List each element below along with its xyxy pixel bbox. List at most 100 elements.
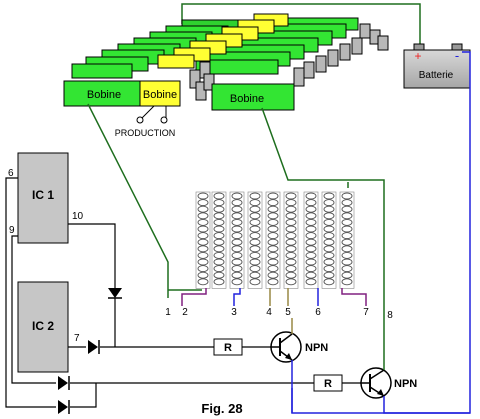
ic2: IC 2 xyxy=(17,281,69,373)
coil-pin-4: 4 xyxy=(266,307,272,318)
diode-ic2 xyxy=(88,340,100,354)
coil-winding xyxy=(323,245,335,253)
coil-winding xyxy=(285,278,297,286)
coil-middle-label: Bobine xyxy=(143,89,177,101)
coil-winding xyxy=(231,192,243,200)
coil-winding xyxy=(341,205,353,213)
coil-winding xyxy=(231,258,243,266)
coil-winding xyxy=(231,265,243,273)
battery: + - Batterie xyxy=(403,43,471,89)
coil-winding xyxy=(285,271,297,279)
coil-winding xyxy=(213,212,225,220)
coil-winding xyxy=(267,212,279,220)
coil-winding xyxy=(249,199,261,207)
coil-winding xyxy=(213,265,225,273)
production-label: PRODUCTION xyxy=(115,128,176,138)
coil-winding xyxy=(285,225,297,233)
coil-winding xyxy=(197,232,209,240)
coil-winding xyxy=(323,278,335,286)
coil-winding xyxy=(197,251,209,259)
diode-ic1-pin9 xyxy=(58,376,70,390)
coil-winding xyxy=(305,212,317,220)
coil-winding xyxy=(249,258,261,266)
coil-winding xyxy=(213,205,225,213)
coil-middle: Bobine xyxy=(139,80,181,107)
coil-winding xyxy=(267,218,279,226)
coil-winding xyxy=(305,225,317,233)
coil-winding xyxy=(249,278,261,286)
coil-winding xyxy=(323,212,335,220)
coil-winding xyxy=(249,225,261,233)
coil-winding xyxy=(197,192,209,200)
coil-winding xyxy=(231,245,243,253)
coil-winding xyxy=(341,199,353,207)
coil-winding xyxy=(249,232,261,240)
ic2-label: IC 2 xyxy=(32,319,54,333)
transistor-2: NPN xyxy=(360,302,470,414)
coil-winding xyxy=(231,199,243,207)
coil-winding xyxy=(213,245,225,253)
coil-winding xyxy=(323,265,335,273)
coil-winding xyxy=(231,278,243,286)
coil-winding xyxy=(285,232,297,240)
coil-left-label: Bobine xyxy=(87,89,121,101)
coil-winding xyxy=(231,271,243,279)
coil-winding xyxy=(197,278,209,286)
coil-winding xyxy=(213,218,225,226)
battery-negative-wire xyxy=(291,51,471,414)
coil-winding xyxy=(213,192,225,200)
coil-pin-3: 3 xyxy=(231,307,237,318)
coil-winding xyxy=(197,205,209,213)
coil-left: Bobine xyxy=(63,80,145,107)
coil-winding xyxy=(197,245,209,253)
coil-winding xyxy=(285,265,297,273)
coil-pin-2: 2 xyxy=(182,307,188,318)
coil-winding xyxy=(305,205,317,213)
coil-winding xyxy=(213,232,225,240)
coil-winding xyxy=(231,205,243,213)
coil-winding xyxy=(249,271,261,279)
coil-winding xyxy=(323,232,335,240)
coil-winding xyxy=(323,271,335,279)
ic1-pin-10: 10 xyxy=(72,211,84,222)
green-bar-stack xyxy=(71,17,359,79)
coil-winding xyxy=(197,225,209,233)
coil-winding xyxy=(323,238,335,246)
coil-winding xyxy=(305,199,317,207)
coil-winding xyxy=(267,232,279,240)
battery-feed-wire xyxy=(181,3,421,44)
coil-pin-8: 8 xyxy=(387,310,393,321)
transistor-1-label: NPN xyxy=(305,342,328,354)
coil-winding xyxy=(197,199,209,207)
coil-winding xyxy=(341,192,353,200)
coil-winding xyxy=(341,218,353,226)
coil-winding xyxy=(305,238,317,246)
coil-pin-1: 1 xyxy=(165,307,171,318)
transistor-2-label: NPN xyxy=(394,378,417,390)
coil-winding xyxy=(285,238,297,246)
coil-winding xyxy=(285,212,297,220)
coil-winding xyxy=(267,225,279,233)
coil-winding xyxy=(341,251,353,259)
coil-right-label: Bobine xyxy=(230,93,264,105)
coil-winding xyxy=(305,258,317,266)
coil-winding xyxy=(285,245,297,253)
coil-winding xyxy=(267,245,279,253)
coil-winding xyxy=(323,192,335,200)
coil-winding xyxy=(305,265,317,273)
coil-winding xyxy=(267,251,279,259)
coil-winding xyxy=(341,271,353,279)
coil-winding xyxy=(267,278,279,286)
coil-winding xyxy=(249,245,261,253)
coil-winding xyxy=(323,258,335,266)
coil-right: Bobine xyxy=(211,83,295,111)
coil-strips xyxy=(195,191,355,289)
coil-winding xyxy=(213,251,225,259)
diode-ic1-pin6 xyxy=(58,400,70,414)
coil-winding xyxy=(323,199,335,207)
figure-caption: Fig. 28 xyxy=(201,401,242,416)
resistor-1: R xyxy=(213,338,243,356)
coil-winding xyxy=(267,205,279,213)
coil-pin-wires xyxy=(181,288,367,306)
coil-pin-labels: 1 2 3 4 5 6 7 8 xyxy=(165,307,393,321)
